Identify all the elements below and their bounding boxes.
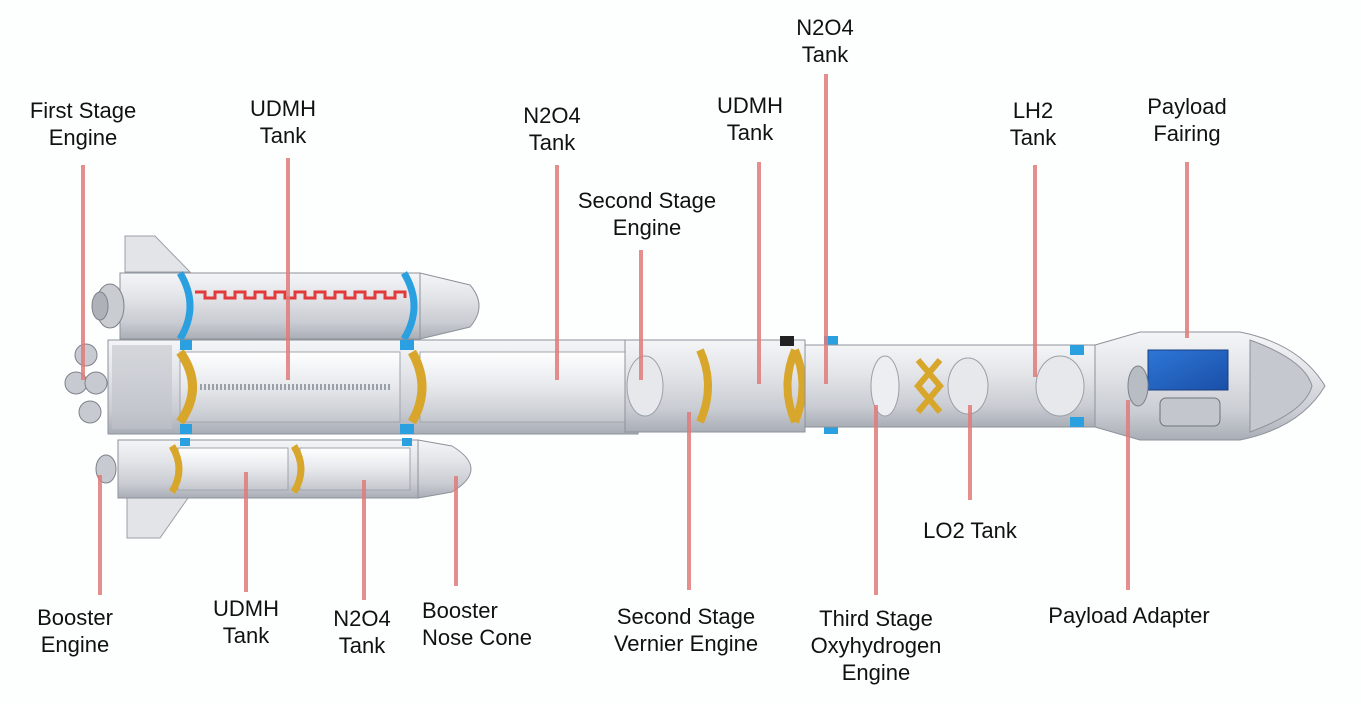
leader-lh2-tank — [1033, 165, 1037, 377]
leader-lo2-tank — [968, 405, 972, 500]
label-payload-fairing: Payload Fairing — [1147, 94, 1227, 146]
leader-booster-nose-cone — [454, 476, 458, 586]
leader-third-stage-oxyhydrogen-engine — [874, 405, 878, 595]
payload-fairing — [1094, 331, 1326, 441]
leader-upper-udmh-tank-2 — [757, 162, 761, 384]
leader-payload-adapter — [1126, 400, 1130, 590]
label-booster-nose-cone: Booster Nose Cone — [421, 598, 533, 650]
leader-upper-n2o4-tank-2 — [824, 74, 828, 384]
label-payload-adapter: Payload Adapter — [1048, 603, 1210, 628]
label-upper-udmh-tank-1: UDMH Tank — [250, 96, 316, 148]
label-upper-n2o4-tank-2: N2O4 Tank — [796, 15, 854, 67]
upper-booster — [91, 271, 480, 341]
leader-first-stage-engine — [81, 165, 85, 380]
second-stage — [624, 336, 838, 434]
leader-upper-udmh-tank-1 — [286, 158, 290, 380]
label-booster-n2o4-tank: N2O4 Tank — [333, 606, 391, 658]
leader-payload-fairing — [1185, 162, 1189, 338]
third-stage — [804, 344, 1096, 428]
lower-booster-fin — [126, 497, 189, 539]
label-second-stage-vernier-engine: Second Stage Vernier Engine — [613, 604, 759, 656]
label-third-stage-oxyhydrogen-engine: Third Stage Oxyhydrogen Engine — [810, 606, 942, 685]
label-second-stage-engine: Second Stage Engine — [577, 188, 717, 240]
first-stage-core — [64, 339, 639, 435]
upper-booster-fin — [124, 235, 192, 273]
leader-upper-n2o4-tank-1 — [555, 165, 559, 380]
label-upper-n2o4-tank-1: N2O4 Tank — [523, 103, 581, 155]
leader-second-stage-vernier-engine — [687, 412, 691, 590]
label-lo2-tank: LO2 Tank — [923, 518, 1017, 543]
lower-booster — [95, 438, 472, 499]
label-lh2-tank: LH2 Tank — [1009, 98, 1057, 150]
label-booster-udmh-tank: UDMH Tank — [213, 596, 279, 648]
leader-second-stage-engine — [639, 250, 643, 380]
leader-booster-n2o4-tank — [362, 480, 366, 600]
leader-booster-engine — [98, 475, 102, 595]
label-booster-engine: Booster Engine — [37, 605, 113, 657]
leader-booster-udmh-tank — [244, 472, 248, 592]
label-first-stage-engine: First Stage Engine — [29, 98, 137, 150]
label-upper-udmh-tank-2: UDMH Tank — [717, 93, 783, 145]
